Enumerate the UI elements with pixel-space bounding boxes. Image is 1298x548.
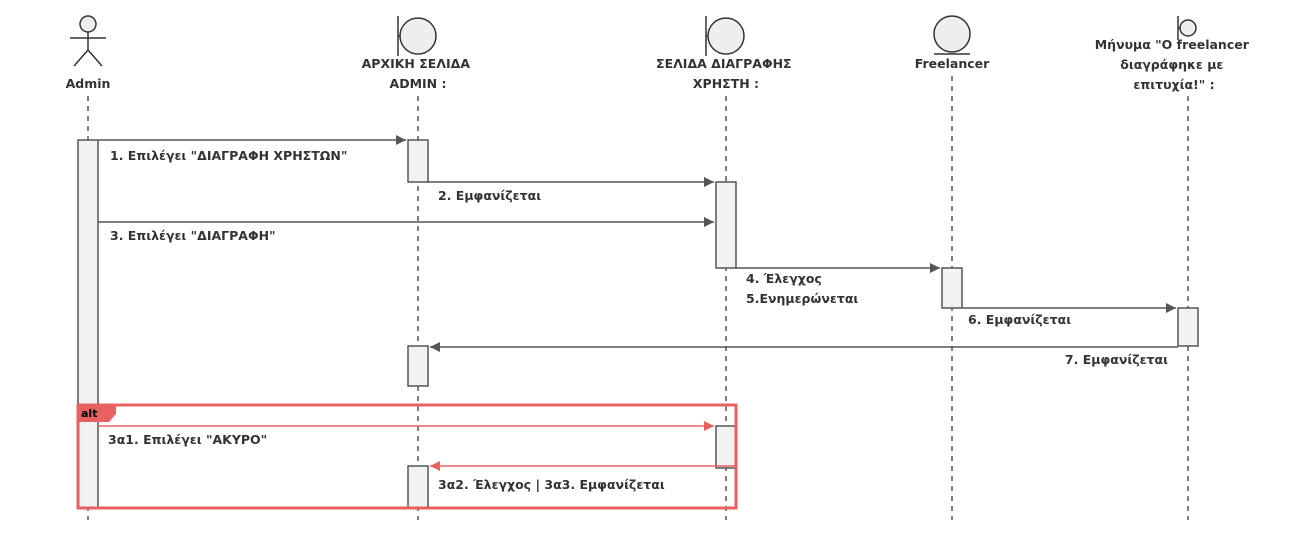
participant-label-freelancer: Freelancer bbox=[915, 56, 990, 71]
entity-icon-freelancer bbox=[933, 15, 971, 55]
activation-message bbox=[1177, 307, 1199, 347]
alt-fragment-tab bbox=[78, 405, 116, 422]
participant-label-admin: Admin bbox=[66, 76, 111, 91]
participant-label-home: ΑΡΧΙΚΗ ΣΕΛΙΔΑ ADMIN : bbox=[362, 56, 475, 91]
message-label-6: 6. Εμφανίζεται bbox=[968, 312, 1071, 327]
participant-label-message: Μήνυμα "Ο freelancer διαγράφηκε με επιτυ… bbox=[1095, 37, 1254, 92]
participant-label-delete-page: ΣΕΛΙΔΑ ΔΙΑΓΡΑΦΗΣ ΧΡΗΣΤΗ : bbox=[656, 56, 796, 91]
alt-fragment bbox=[76, 403, 738, 510]
message-label-1: 1. Επιλέγει "ΔΙΑΓΡΑΦΗ ΧΡΗΣΤΩΝ" bbox=[110, 148, 347, 163]
boundary-icon-home bbox=[397, 16, 437, 56]
activation-admin bbox=[77, 139, 99, 509]
message-label-3a1: 3α1. Επιλέγει "ΑΚΥΡΟ" bbox=[108, 432, 267, 447]
message-label-2: 2. Εμφανίζεται bbox=[438, 188, 541, 203]
message-label-4: 4. Έλεγχος 5.Ενημερώνεται bbox=[746, 271, 858, 306]
activation-delete-page-2 bbox=[715, 425, 737, 469]
message-label-3: 3. Επιλέγει "ΔΙΑΓΡΑΦΗ" bbox=[110, 228, 276, 243]
activation-home-3 bbox=[407, 465, 429, 509]
message-label-7: 7. Εμφανίζεται bbox=[1065, 352, 1168, 367]
message-label-3a2: 3α2. Έλεγχος | 3α3. Εμφανίζεται bbox=[438, 477, 665, 492]
activation-freelancer bbox=[941, 267, 963, 309]
activation-home-2 bbox=[407, 345, 429, 387]
alt-fragment-operator: alt bbox=[81, 407, 97, 420]
boundary-icon-message bbox=[1177, 16, 1197, 40]
activation-home-1 bbox=[407, 139, 429, 183]
boundary-icon-delete-page bbox=[705, 16, 745, 56]
actor-admin bbox=[70, 15, 106, 67]
activation-delete-page-1 bbox=[715, 181, 737, 269]
